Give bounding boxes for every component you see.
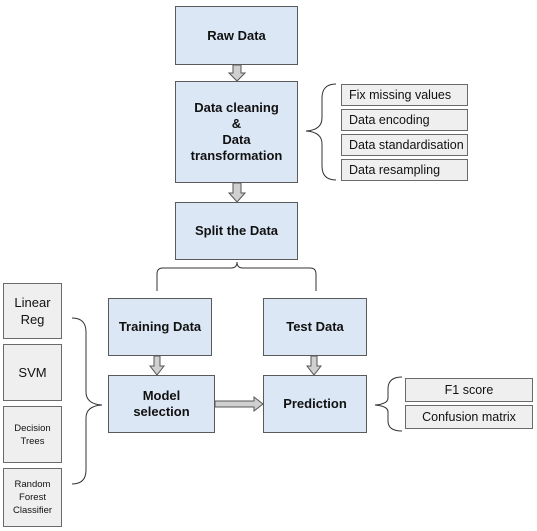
cleaning-label-3: Data bbox=[222, 132, 251, 147]
arrow-cleaning-to-split bbox=[227, 182, 247, 203]
metric-item: Confusion matrix bbox=[405, 405, 533, 429]
test-data-label: Test Data bbox=[286, 319, 344, 334]
model-selection-box: Model selection bbox=[108, 375, 215, 433]
split-label: Split the Data bbox=[194, 223, 279, 238]
arrow-model-to-prediction bbox=[214, 395, 264, 413]
cleaning-label-4: transformation bbox=[190, 148, 283, 163]
arrow-test-to-prediction bbox=[305, 355, 323, 376]
raw-data-label: Raw Data bbox=[207, 27, 266, 43]
training-data-label: Training Data bbox=[118, 319, 202, 334]
cleaning-box: Data cleaning & Data transformation bbox=[175, 81, 298, 183]
metric-item: F1 score bbox=[405, 378, 533, 402]
model-svm: SVM bbox=[3, 344, 62, 401]
preprocessing-item: Data encoding bbox=[341, 109, 468, 131]
metrics-brace bbox=[374, 376, 403, 432]
cleaning-label-2: & bbox=[231, 116, 242, 131]
test-data-box: Test Data bbox=[263, 298, 367, 356]
model-selection-label-2: selection bbox=[133, 404, 190, 419]
cleaning-label-1: Data cleaning bbox=[194, 100, 279, 115]
model-decision-trees: Decision Trees bbox=[3, 406, 62, 463]
raw-data-box: Raw Data bbox=[175, 6, 298, 65]
prediction-box: Prediction bbox=[263, 375, 367, 433]
split-box: Split the Data bbox=[175, 202, 298, 260]
prediction-label: Prediction bbox=[283, 396, 347, 411]
model-selection-label-1: Model bbox=[142, 388, 181, 403]
preprocessing-item: Data resampling bbox=[341, 159, 468, 181]
arrow-training-to-model bbox=[148, 355, 166, 376]
preprocessing-item: Data standardisation bbox=[341, 134, 468, 156]
split-bracket bbox=[156, 261, 317, 291]
preprocessing-item: Fix missing values bbox=[341, 84, 468, 106]
preprocessing-brace bbox=[305, 83, 337, 181]
models-brace bbox=[71, 317, 103, 485]
arrow-raw-to-cleaning bbox=[227, 64, 247, 82]
model-linear-reg: Linear Reg bbox=[3, 283, 62, 339]
model-random-forest: Random Forest Classifier bbox=[3, 468, 62, 527]
training-data-box: Training Data bbox=[108, 298, 212, 356]
